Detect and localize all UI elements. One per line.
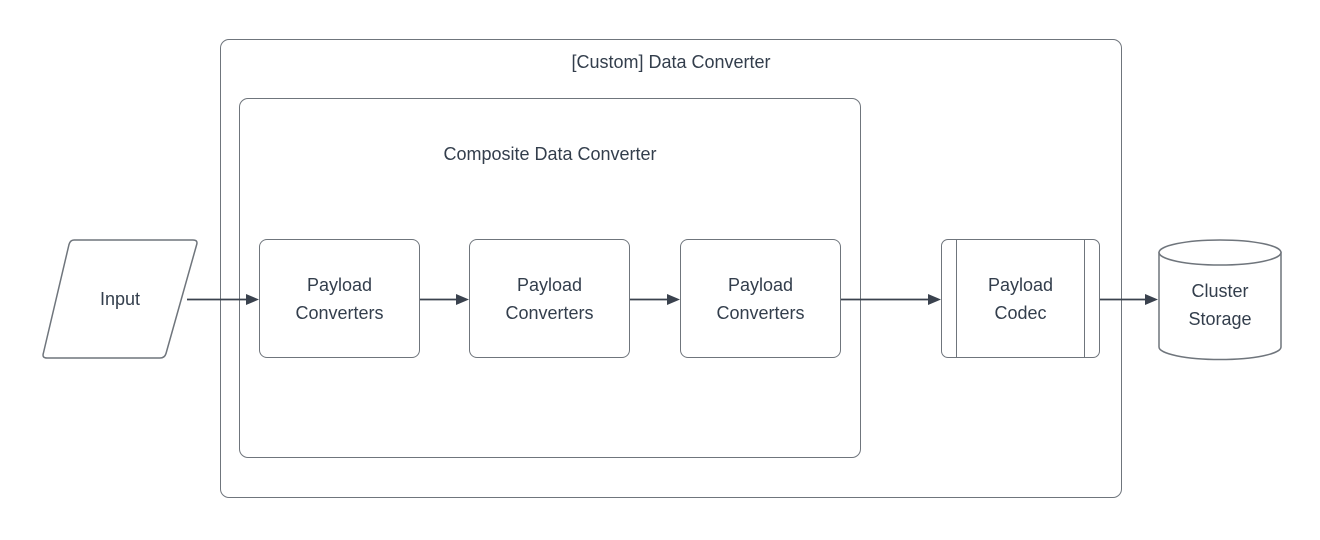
codec-side-bar-left xyxy=(956,240,958,357)
composite-data-converter-title: Composite Data Converter xyxy=(443,144,657,164)
parallelogram-shape xyxy=(42,239,198,359)
payload-converters-node-2: Payload Converters xyxy=(469,239,630,358)
payload-codec-node: Payload Codec xyxy=(941,239,1100,358)
input-node: Input xyxy=(40,239,200,359)
payload-codec-label: Payload Codec xyxy=(987,274,1054,323)
payload-converters-label-1: Payload Converters xyxy=(295,274,384,323)
codec-side-bar-right xyxy=(1083,240,1085,357)
payload-converters-label-3: Payload Converters xyxy=(716,274,805,323)
cluster-storage-node: Cluster Storage xyxy=(1158,239,1282,361)
payload-converters-label-2: Payload Converters xyxy=(505,274,594,323)
cylinder-shape xyxy=(1158,239,1282,361)
custom-data-converter-title: [Custom] Data Converter xyxy=(571,52,771,72)
payload-converters-node-3: Payload Converters xyxy=(680,239,841,358)
payload-converters-node-1: Payload Converters xyxy=(259,239,420,358)
